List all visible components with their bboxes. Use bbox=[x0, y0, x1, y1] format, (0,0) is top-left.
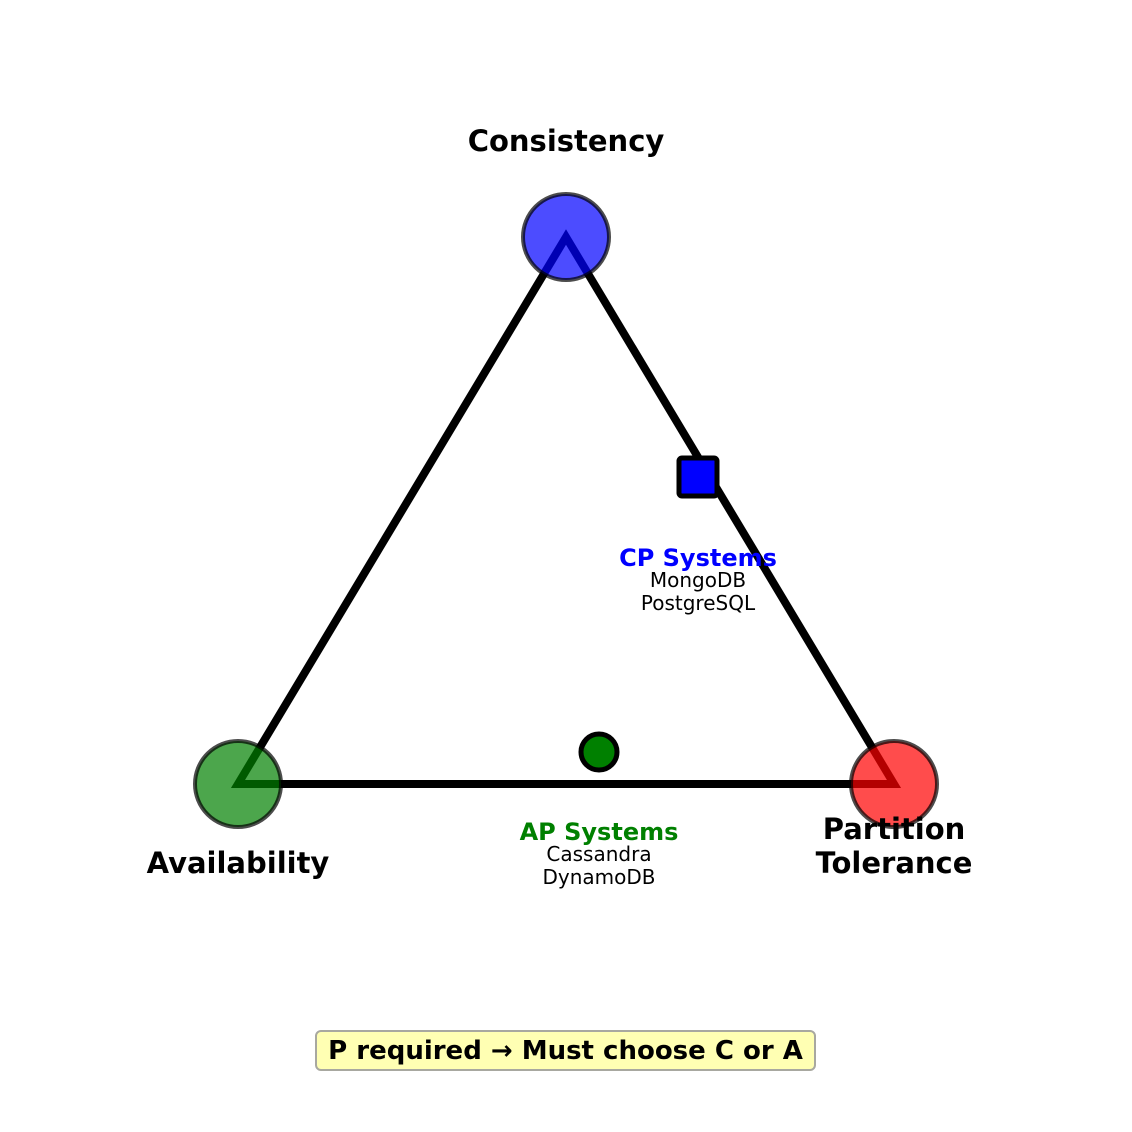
cp-systems-marker bbox=[676, 455, 720, 499]
vertex-label-partition-line2: Tolerance bbox=[816, 846, 973, 880]
cp-systems-title: CP Systems bbox=[619, 544, 777, 572]
ap-systems-item: DynamoDB bbox=[542, 865, 655, 889]
cap-note-box: P required → Must choose C or A bbox=[315, 1030, 816, 1071]
vertex-partition-circle bbox=[849, 739, 939, 829]
vertex-consistency-circle bbox=[521, 192, 611, 282]
cp-systems-item: MongoDB bbox=[650, 568, 746, 592]
vertex-label-availability: Availability bbox=[147, 846, 330, 880]
cap-triangle bbox=[230, 229, 902, 788]
ap-systems-title: AP Systems bbox=[520, 818, 679, 846]
cap-note-text: P required → Must choose C or A bbox=[328, 1035, 803, 1066]
vertex-label-consistency: Consistency bbox=[468, 124, 665, 158]
vertex-label-partition-line1: Partition bbox=[823, 812, 966, 846]
ap-systems-marker bbox=[578, 731, 620, 773]
vertex-availability-circle bbox=[193, 739, 283, 829]
cp-systems-item: PostgreSQL bbox=[641, 591, 756, 615]
ap-systems-item: Cassandra bbox=[546, 842, 651, 866]
